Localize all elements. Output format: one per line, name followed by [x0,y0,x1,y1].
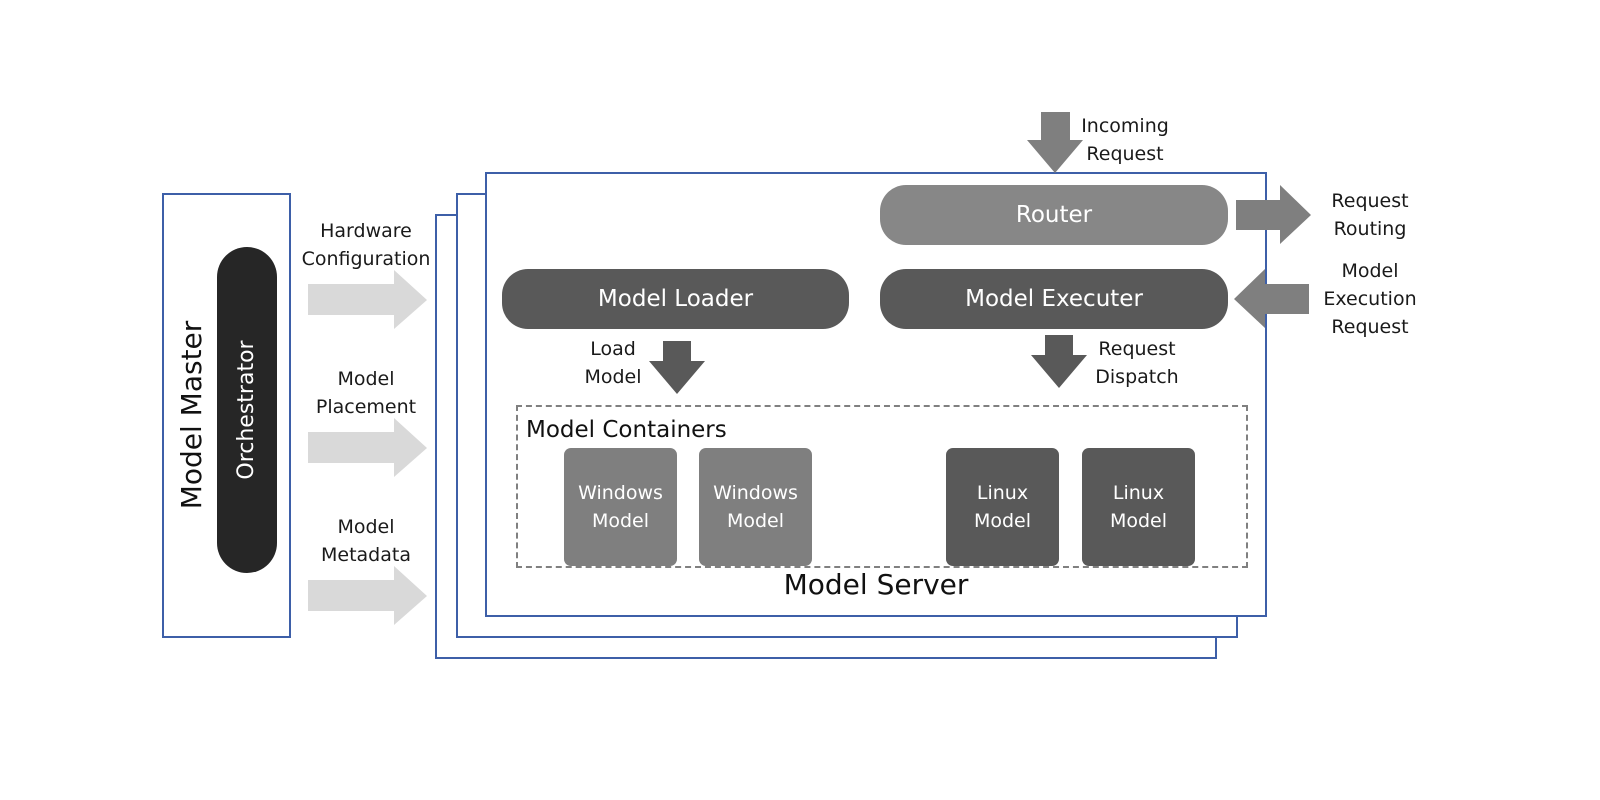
model-execution-request-line3: Request [1331,316,1409,338]
linux-model-1-line2: Model [973,510,1032,532]
linux-model-tile-1: Linux Model [946,448,1059,566]
linux-model-1-line1: Linux [976,482,1029,504]
model-placement-line1: Model [337,368,395,390]
incoming-request-label: Incoming Request [1066,112,1184,168]
load-model-arrow [649,341,705,394]
incoming-request-line2: Request [1086,143,1164,165]
incoming-request-arrow [1027,112,1083,173]
model-loader-pill: Model Loader [502,269,849,329]
model-execution-request-line2: Execution [1323,288,1417,310]
model-execution-request-label: Model Execution Request [1310,257,1430,341]
load-model-line1: Load [590,338,636,360]
model-containers-title: Model Containers [526,417,727,443]
hardware-configuration-arrow [308,270,427,329]
model-placement-arrow [308,418,427,477]
request-dispatch-arrow [1031,335,1087,388]
model-metadata-label: Model Metadata [296,513,436,569]
load-model-label: Load Model [566,335,660,391]
request-dispatch-line2: Dispatch [1095,366,1179,388]
incoming-request-line1: Incoming [1081,115,1169,137]
model-master-title: Model Master [175,320,208,510]
linux-model-tile-2: Linux Model [1082,448,1195,566]
load-model-line2: Model [584,366,642,388]
windows-model-2-line1: Windows [713,482,798,504]
model-execution-request-line1: Model [1341,260,1399,282]
windows-model-tile-2: Windows Model [699,448,812,566]
windows-model-1-line2: Model [591,510,650,532]
model-placement-line2: Placement [315,396,417,418]
model-metadata-line1: Model [337,516,395,538]
orchestrator-pill [217,247,277,573]
hardware-configuration-line2: Configuration [301,248,431,270]
model-placement-label: Model Placement [296,365,436,421]
request-routing-line2: Routing [1333,218,1407,240]
request-routing-label: Request Routing [1310,187,1430,243]
model-executer-pill: Model Executer [880,269,1228,329]
request-dispatch-label: Request Dispatch [1080,335,1194,391]
model-metadata-arrow [308,566,427,625]
windows-model-tile-1: Windows Model [564,448,677,566]
windows-model-2-line2: Model [726,510,785,532]
orchestrator-label: Orchestrator [234,340,259,480]
model-execution-request-arrow [1234,269,1309,328]
request-dispatch-line1: Request [1098,338,1176,360]
request-routing-line1: Request [1331,190,1409,212]
hardware-configuration-label: Hardware Configuration [296,217,436,273]
model-containers-box [516,405,1248,568]
hardware-configuration-line1: Hardware [320,220,412,242]
linux-model-2-line2: Model [1109,510,1168,532]
windows-model-1-line1: Windows [578,482,663,504]
model-server-title: Model Server [783,568,969,601]
linux-model-2-line1: Linux [1112,482,1165,504]
router-pill: Router [880,185,1228,245]
request-routing-arrow [1236,185,1311,244]
model-metadata-line2: Metadata [321,544,411,566]
